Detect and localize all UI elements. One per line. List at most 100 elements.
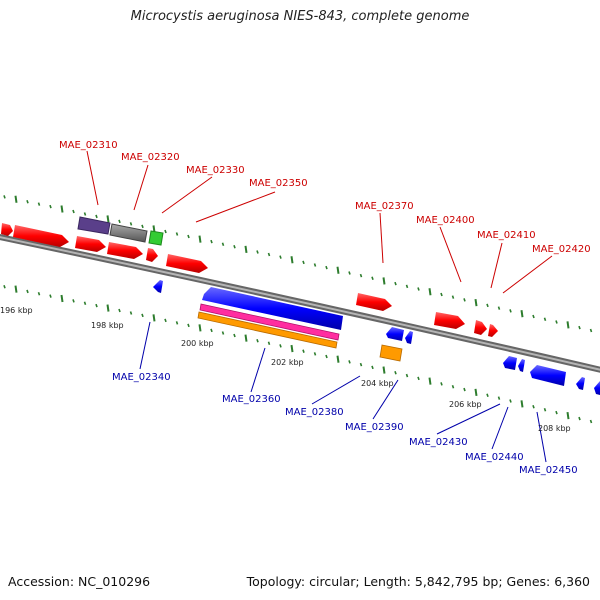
gene-mae-02310-box[interactable] [77, 216, 111, 235]
gene-mae-02350-arrow[interactable] [166, 254, 208, 273]
tick-label-200: 200 kbp [181, 339, 214, 348]
gene-mae-02390-arrow[interactable] [405, 331, 413, 344]
inner-track-minor-tick [221, 331, 225, 335]
leader-line-mae-02370 [379, 212, 384, 264]
inner-track-minor-tick [451, 384, 455, 389]
outer-track-minor-tick [348, 271, 351, 275]
inner-track-minor-tick [267, 341, 271, 346]
gene-mae-02440-arrow[interactable] [518, 359, 525, 372]
gene-mae-02370-arrow[interactable] [356, 293, 392, 311]
inner-track-minor-tick [187, 323, 190, 328]
outer-track-minor-tick [463, 298, 466, 302]
gene-mae-02310-arrow[interactable] [13, 225, 69, 247]
outer-track-minor-tick [221, 242, 225, 246]
inner-track-minor-tick [405, 373, 409, 378]
gene-mae-02450-arrow[interactable] [530, 365, 566, 386]
gene-mae-02360-orange-bar[interactable] [197, 311, 338, 349]
gene-mae-02340-arrow[interactable] [153, 280, 163, 293]
outer-track-minor-tick [256, 250, 259, 254]
gene-label-mae-02340[interactable]: MAE_02340 [112, 372, 171, 383]
inner-track-minor-tick [26, 289, 29, 294]
outer-track-minor-tick [486, 303, 489, 308]
inner-track-minor-tick [417, 376, 420, 381]
leader-line-mae-02350 [195, 191, 276, 223]
outer-track-major-tick [198, 235, 202, 243]
genome-summary-text: Topology: circular; Length: 5,842,795 bp… [246, 574, 590, 589]
inner-track-minor-tick [129, 311, 133, 315]
forward-gene-arrow[interactable] [107, 242, 143, 259]
tick-label-208: 208 kbp [538, 424, 571, 433]
gene-label-mae-02390[interactable]: MAE_02390 [345, 422, 404, 433]
gene-mae-02360-bar[interactable] [202, 287, 343, 330]
inner-track-minor-tick [95, 303, 98, 308]
reverse-gene-arrow[interactable] [576, 377, 585, 390]
gene-mae-02400-arrow[interactable] [434, 312, 465, 329]
gene-label-mae-02400[interactable]: MAE_02400 [416, 215, 475, 226]
outer-track-minor-tick [509, 309, 512, 313]
inner-track-major-tick [474, 388, 478, 397]
leader-line-mae-02360 [250, 347, 266, 393]
inner-track-minor-tick [578, 416, 581, 421]
gene-label-mae-02420[interactable]: MAE_02420 [532, 244, 591, 255]
inner-track-minor-tick [497, 396, 501, 400]
outer-track-minor-tick [95, 214, 98, 219]
gene-mae-02420-arrow[interactable] [488, 324, 498, 337]
gene-mae-02410-arrow[interactable] [474, 320, 487, 335]
outer-track-major-tick [428, 288, 432, 296]
inner-track-major-tick [198, 324, 202, 332]
outer-track-minor-tick [543, 317, 547, 321]
reverse-gene-features [153, 280, 600, 395]
gene-mae-02430-arrow[interactable] [503, 356, 517, 370]
inner-track-minor-tick [589, 419, 593, 424]
outer-track-minor-tick [141, 224, 144, 229]
gene-label-mae-02310[interactable]: MAE_02310 [59, 140, 118, 151]
gene-label-mae-02330[interactable]: MAE_02330 [186, 165, 245, 176]
inner-track-major-tick [290, 344, 294, 353]
outer-track-minor-tick [49, 204, 52, 209]
gene-label-mae-02370[interactable]: MAE_02370 [355, 201, 414, 212]
gene-mae-02320-box[interactable] [109, 223, 148, 243]
gene-label-mae-02440[interactable]: MAE_02440 [465, 452, 524, 463]
inner-track-major-tick [152, 314, 156, 322]
gene-label-mae-02360[interactable]: MAE_02360 [222, 394, 281, 405]
inner-track-minor-tick [348, 360, 351, 364]
tick-label-204: 204 kbp [361, 379, 394, 388]
inner-track-minor-tick [486, 393, 489, 398]
gene-label-mae-02350[interactable]: MAE_02350 [249, 178, 308, 189]
outer-tick-track [3, 195, 593, 333]
gene-label-mae-02430[interactable]: MAE_02430 [409, 437, 468, 448]
reverse-gene-arrow[interactable] [594, 381, 600, 395]
outer-track-major-tick [336, 266, 340, 274]
gene-mae-02380-orange-box[interactable] [379, 344, 403, 362]
gene-label-mae-02450[interactable]: MAE_02450 [519, 465, 578, 476]
tick-labels: 196 kbp 198 kbp 200 kbp 202 kbp 204 kbp … [0, 306, 571, 433]
inner-track-minor-tick [83, 301, 87, 306]
gene-label-mae-02380[interactable]: MAE_02380 [285, 407, 344, 418]
gene-mae-02380-arrow[interactable] [386, 327, 404, 341]
leader-line-mae-02420 [502, 255, 553, 294]
inner-track-major-tick [428, 377, 432, 385]
outer-track-minor-tick [3, 195, 6, 199]
inner-track-major-tick [566, 411, 570, 420]
reverse-gene-labels: MAE_02340 MAE_02360 MAE_02380 MAE_02390 … [112, 372, 578, 476]
outer-track-minor-tick [497, 306, 501, 310]
outer-track-minor-tick [440, 292, 443, 297]
forward-gene-arrow[interactable] [75, 236, 106, 252]
gene-label-mae-02320[interactable]: MAE_02320 [121, 152, 180, 163]
gene-label-mae-02410[interactable]: MAE_02410 [477, 230, 536, 241]
leader-line-mae-02400 [439, 226, 462, 283]
inner-track-minor-tick [37, 292, 41, 296]
outer-track-minor-tick [210, 239, 213, 244]
forward-gene-arrow[interactable] [146, 248, 158, 262]
outer-track-minor-tick [417, 287, 420, 291]
tick-label-202: 202 kbp [271, 358, 304, 367]
outer-track-major-tick [382, 277, 386, 285]
inner-track-major-tick [520, 400, 524, 408]
inner-track-minor-tick [302, 349, 305, 353]
gene-mae-02330-box[interactable] [148, 230, 164, 246]
outer-track-minor-tick [175, 232, 179, 236]
inner-track-minor-tick [532, 405, 535, 409]
gene-mae-02360-magenta-bar[interactable] [199, 303, 340, 341]
inner-track-minor-tick [49, 294, 52, 298]
forward-gene-arrow[interactable] [1, 223, 13, 236]
